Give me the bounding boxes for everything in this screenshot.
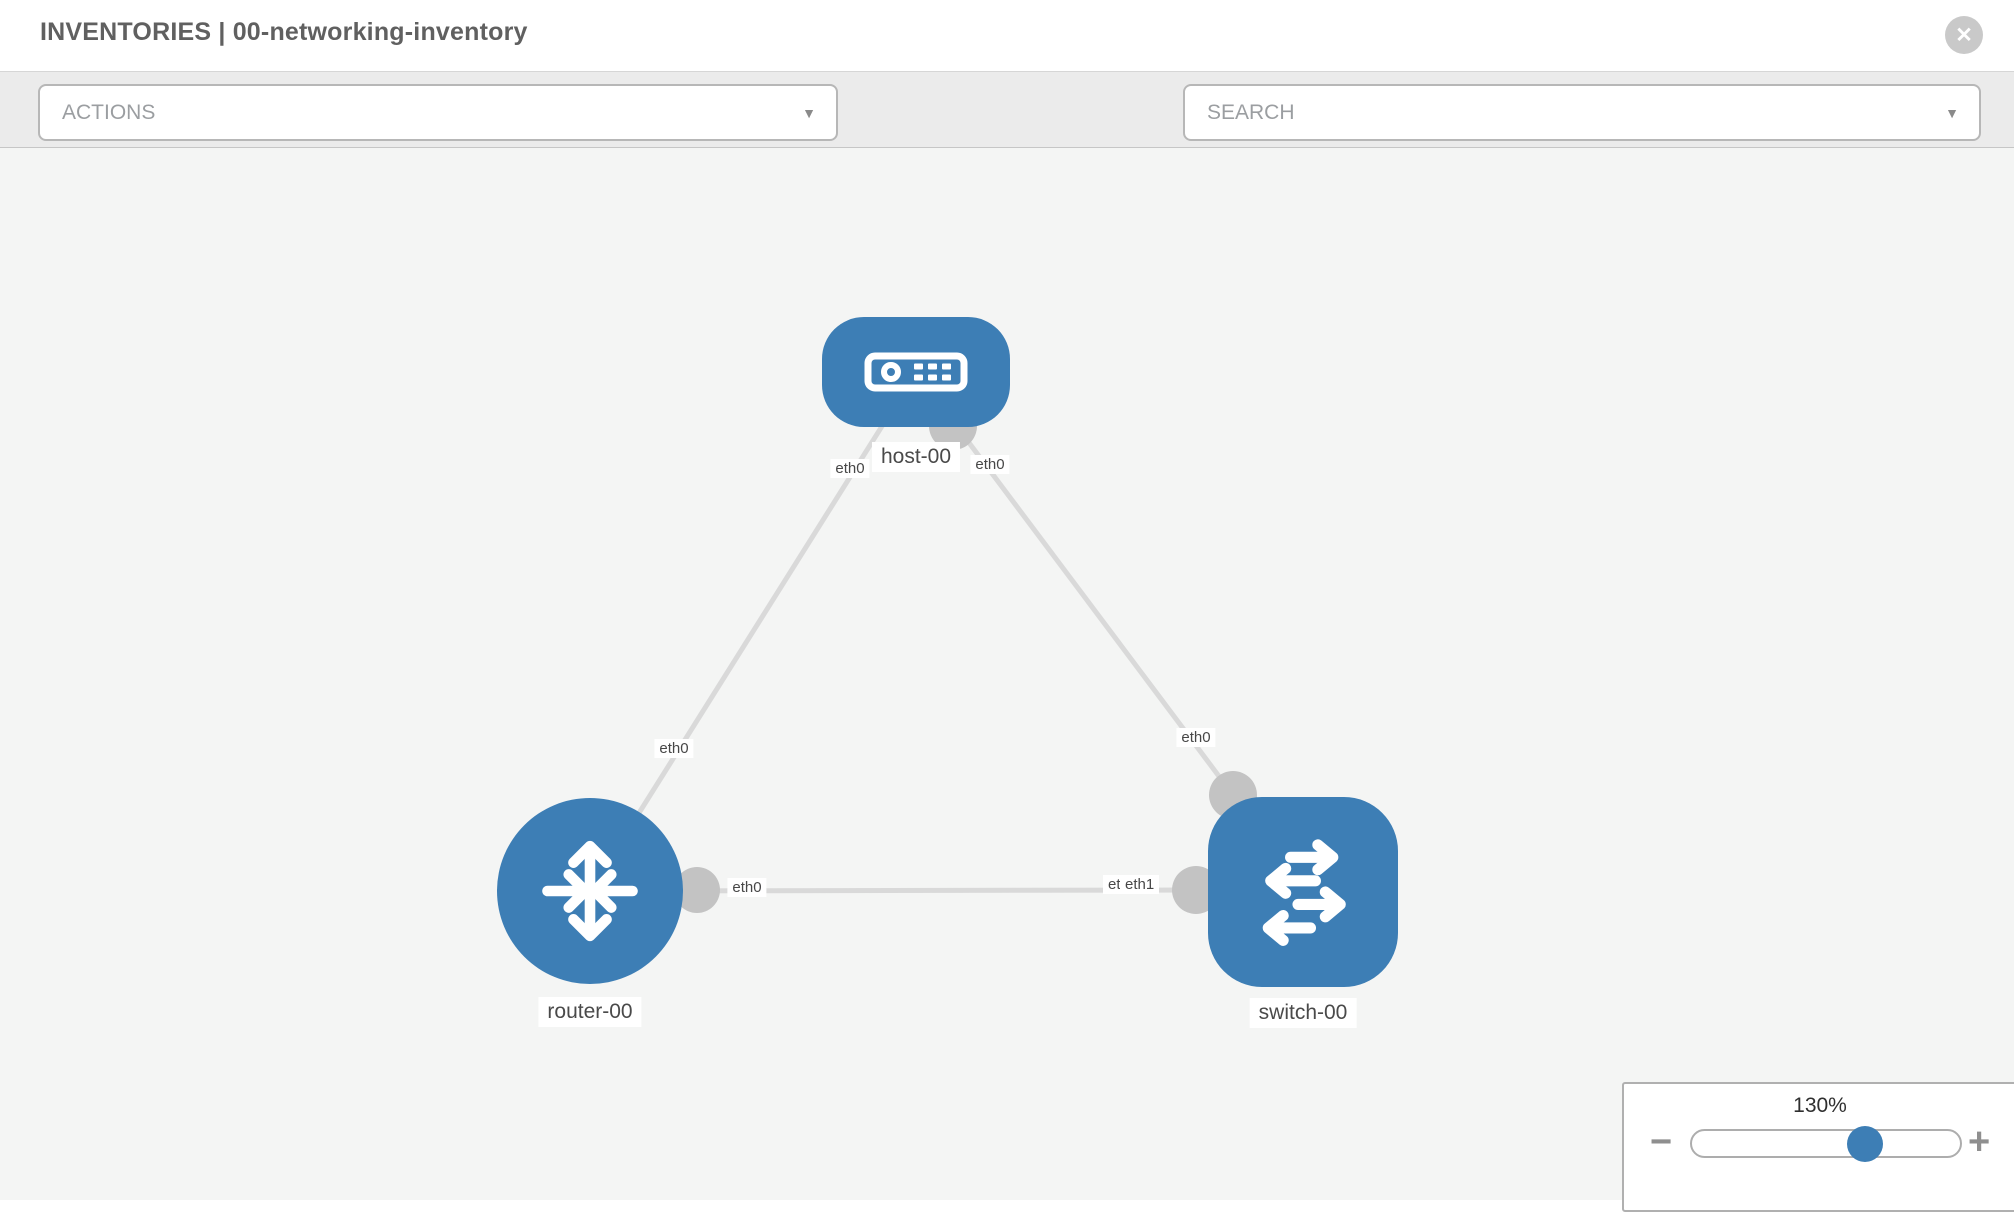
- node-switch-00[interactable]: [1208, 797, 1398, 987]
- zoom-slider-track[interactable]: [1690, 1129, 1962, 1158]
- zoom-out-button[interactable]: −: [1650, 1121, 1673, 1163]
- zoom-control-panel: 130% − +: [1622, 1082, 2014, 1212]
- zoom-percent-label: 130%: [1793, 1094, 1847, 1117]
- search-dropdown[interactable]: SEARCH ▼: [1183, 84, 1981, 141]
- caret-down-icon: ▼: [802, 104, 816, 121]
- actions-dropdown[interactable]: ACTIONS ▼: [38, 84, 838, 141]
- zoom-in-button[interactable]: +: [1968, 1121, 1991, 1163]
- node-host-00[interactable]: [822, 317, 1010, 427]
- iface-label-host-eth0-to-switch: eth0: [970, 455, 1010, 474]
- close-button[interactable]: ✕: [1945, 16, 1983, 54]
- node-router-00[interactable]: [497, 798, 683, 984]
- router-icon: [542, 840, 638, 942]
- host-icon: [864, 352, 968, 392]
- iface-label-router-eth0-to-switch: eth0: [727, 878, 767, 897]
- zoom-slider-thumb[interactable]: [1847, 1126, 1883, 1162]
- connector-router-right: [674, 867, 720, 913]
- iface-label-switch-eth1-to-router: eth1: [1120, 875, 1160, 894]
- node-label-switch: switch-00: [1249, 998, 1357, 1028]
- caret-down-icon: ▼: [1945, 104, 1959, 121]
- link-host-router: [587, 370, 919, 893]
- switch-icon: [1262, 839, 1346, 946]
- iface-label-switch-eth0-to-host: eth0: [1176, 728, 1216, 747]
- node-label-host: host-00: [871, 442, 961, 472]
- node-label-router: router-00: [538, 997, 642, 1027]
- iface-label-host-eth0-to-router: eth0: [830, 459, 870, 478]
- search-dropdown-label: SEARCH: [1207, 100, 1295, 124]
- topology-edges-layer: [587, 370, 1257, 914]
- topology-canvas[interactable]: host-00 router-00 switch-00 eth0 eth0 et…: [0, 148, 2014, 1200]
- page-title: INVENTORIES | 00-networking-inventory: [40, 18, 528, 46]
- actions-dropdown-label: ACTIONS: [62, 100, 156, 124]
- close-icon: ✕: [1955, 23, 1973, 47]
- toolbar: ACTIONS ▼ SEARCH ▼: [0, 72, 2014, 200]
- header-bar: INVENTORIES | 00-networking-inventory ✕: [0, 0, 2014, 72]
- iface-label-router-eth0-to-host: eth0: [654, 739, 694, 758]
